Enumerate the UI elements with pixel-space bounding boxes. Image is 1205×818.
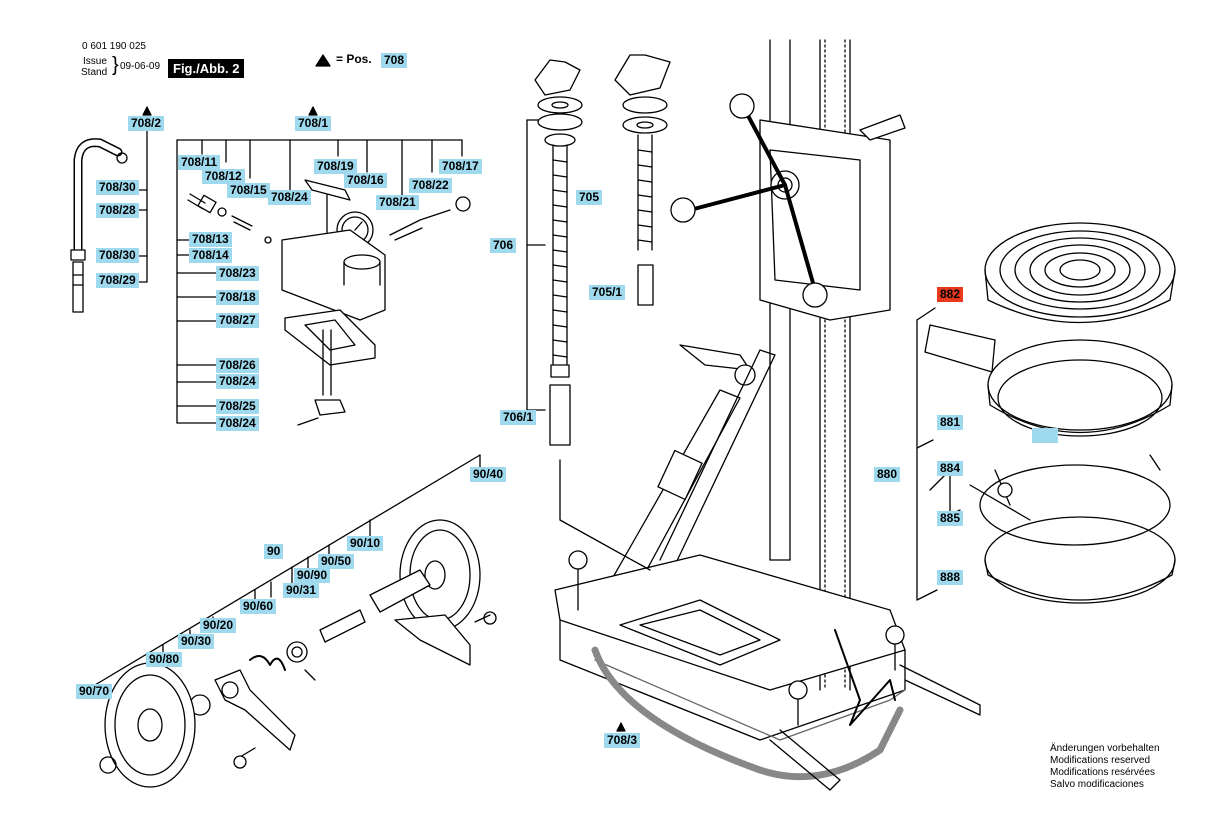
part-label-884[interactable]: 884 bbox=[937, 461, 964, 476]
figure-label: Fig./Abb. 2 bbox=[168, 59, 245, 78]
part-label-90-70[interactable]: 90/70 bbox=[76, 684, 113, 699]
part-label-888[interactable]: 888 bbox=[937, 570, 964, 585]
legend-pos-label[interactable]: 708 bbox=[381, 53, 408, 68]
part-label-705[interactable]: 705 bbox=[576, 190, 603, 205]
part-label-708-15[interactable]: 708/15 bbox=[227, 183, 270, 198]
part-label-708-21[interactable]: 708/21 bbox=[376, 195, 419, 210]
part-label-708-25[interactable]: 708/25 bbox=[216, 399, 259, 414]
part-label-708-24[interactable]: 708/24 bbox=[268, 190, 311, 205]
part-label-708-27[interactable]: 708/27 bbox=[216, 313, 259, 328]
part-label-708-14[interactable]: 708/14 bbox=[189, 248, 232, 263]
part-label-708-1[interactable]: 708/1 bbox=[295, 116, 332, 131]
part-label-708-13[interactable]: 708/13 bbox=[189, 232, 232, 247]
part-label-708-24b[interactable]: 708/24 bbox=[216, 374, 259, 389]
part-label-706[interactable]: 706 bbox=[490, 238, 517, 253]
part-label-880[interactable]: 880 bbox=[874, 467, 901, 482]
stand-label: Stand bbox=[81, 67, 108, 78]
part-label-708-29[interactable]: 708/29 bbox=[96, 273, 139, 288]
part-label-882-highlight[interactable]: 882 bbox=[937, 287, 964, 302]
part-label-708-23[interactable]: 708/23 bbox=[216, 266, 259, 281]
part-label-708-12[interactable]: 708/12 bbox=[202, 169, 245, 184]
note-english: Modifications reserved bbox=[1050, 755, 1151, 766]
modification-notes: Änderungen vorbehalten Modifications res… bbox=[1050, 743, 1160, 791]
part-label-90-20[interactable]: 90/20 bbox=[200, 618, 237, 633]
part-label-90-80[interactable]: 90/80 bbox=[146, 652, 183, 667]
note-german: Änderungen vorbehalten bbox=[1050, 743, 1160, 754]
part-label-708-26[interactable]: 708/26 bbox=[216, 358, 259, 373]
part-label-90-31[interactable]: 90/31 bbox=[283, 583, 320, 598]
part-label-90-90[interactable]: 90/90 bbox=[294, 568, 331, 583]
part-label-708-24c[interactable]: 708/24 bbox=[216, 416, 259, 431]
part-label-708-30b[interactable]: 708/30 bbox=[96, 248, 139, 263]
note-spanish: Salvo modificaciones bbox=[1050, 779, 1144, 790]
part-label-708-3[interactable]: 708/3 bbox=[604, 733, 641, 748]
part-label-90-60[interactable]: 90/60 bbox=[240, 599, 277, 614]
part-label-885[interactable]: 885 bbox=[937, 511, 964, 526]
part-label-708-11[interactable]: 708/11 bbox=[178, 155, 221, 170]
part-label-90-30[interactable]: 90/30 bbox=[178, 634, 215, 649]
part-label-706-1[interactable]: 706/1 bbox=[500, 410, 537, 425]
issue-label: Issue bbox=[83, 56, 107, 67]
part-label-90[interactable]: 90 bbox=[264, 544, 284, 559]
part-label-705-1[interactable]: 705/1 bbox=[589, 285, 626, 300]
issue-date: 09-06-09 bbox=[120, 61, 161, 72]
legend-text: = Pos. bbox=[336, 52, 372, 66]
part-label-708-18[interactable]: 708/18 bbox=[216, 290, 259, 305]
part-label-708-16[interactable]: 708/16 bbox=[344, 173, 387, 188]
part-label-708-22[interactable]: 708/22 bbox=[409, 178, 452, 193]
part-label-881[interactable]: 881 bbox=[937, 415, 964, 430]
part-label-708-28[interactable]: 708/28 bbox=[96, 203, 139, 218]
note-french: Modifications resérvées bbox=[1050, 767, 1156, 778]
part-label-90-10[interactable]: 90/10 bbox=[347, 536, 384, 551]
part-label-90-50[interactable]: 90/50 bbox=[318, 554, 355, 569]
highlight-marker bbox=[1032, 428, 1058, 443]
part-label-708-17[interactable]: 708/17 bbox=[439, 159, 482, 174]
part-label-708-30[interactable]: 708/30 bbox=[96, 180, 139, 195]
brace-icon: } bbox=[112, 54, 119, 76]
part-label-90-40[interactable]: 90/40 bbox=[470, 467, 507, 482]
part-number: 0 601 190 025 bbox=[82, 41, 146, 52]
part-label-708-2[interactable]: 708/2 bbox=[128, 116, 165, 131]
part-label-708-19[interactable]: 708/19 bbox=[314, 159, 357, 174]
